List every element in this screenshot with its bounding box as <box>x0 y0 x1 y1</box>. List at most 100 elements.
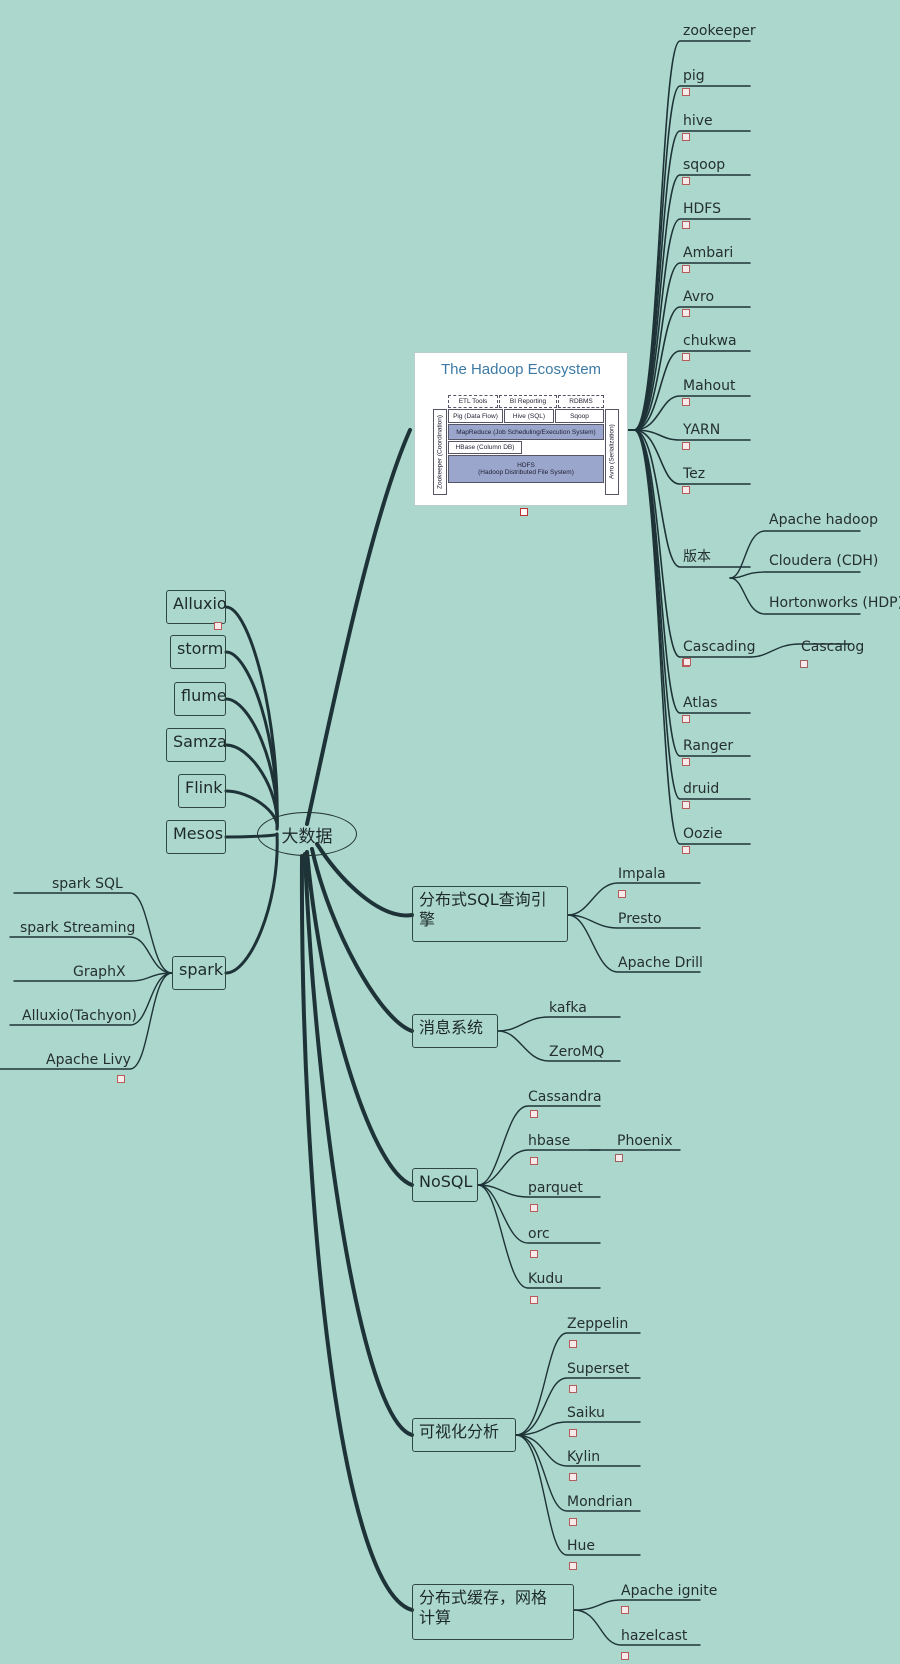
node-visual-analysis[interactable]: 可视化分析 <box>412 1418 516 1452</box>
phoenix-note-icon[interactable] <box>615 1154 623 1162</box>
saiku-node[interactable]: Saiku <box>567 1405 605 1421</box>
impala-node[interactable]: Impala <box>618 866 666 882</box>
note-icon[interactable] <box>682 353 690 361</box>
hadoop-child-node[interactable]: pig <box>683 68 705 84</box>
hadoop-child-node[interactable]: Atlas <box>683 695 718 711</box>
root-node[interactable]: 大数据 <box>257 812 357 856</box>
hadoop-child-node[interactable]: zookeeper <box>683 23 756 39</box>
note-icon[interactable] <box>569 1385 577 1393</box>
note-icon[interactable] <box>682 758 690 766</box>
note-icon[interactable] <box>682 309 690 317</box>
hadoop-child-node[interactable]: Mahout <box>683 378 736 394</box>
spark-sql-node[interactable]: spark SQL <box>52 876 123 892</box>
apache-drill-node[interactable]: Apache Drill <box>618 955 703 971</box>
note-icon[interactable] <box>682 801 690 809</box>
cascalog-note-icon[interactable] <box>800 660 808 668</box>
note-icon[interactable] <box>569 1340 577 1348</box>
note-icon[interactable] <box>530 1204 538 1212</box>
hadoop-child-node[interactable]: Ranger <box>683 738 734 754</box>
hadoop-child-node[interactable]: hive <box>683 113 713 129</box>
hadoop-ecosystem-image[interactable]: The Hadoop Ecosystem ETL Tools BI Report… <box>414 352 628 506</box>
orc-node[interactable]: orc <box>528 1226 550 1242</box>
branch-hadoop <box>305 428 412 826</box>
image-edit-icon[interactable] <box>520 508 528 516</box>
node-message-system[interactable]: 消息系统 <box>412 1014 498 1048</box>
kylin-node[interactable]: Kylin <box>567 1449 601 1465</box>
node-samza[interactable]: Samza <box>166 728 227 762</box>
node-flume[interactable]: flume <box>174 682 227 716</box>
note-icon[interactable] <box>530 1296 538 1304</box>
hadoop-child-node[interactable]: Ambari <box>683 245 734 261</box>
cascalog-node[interactable]: Cascalog <box>801 639 865 655</box>
note-icon[interactable] <box>682 715 690 723</box>
version-apache-hadoop[interactable]: Apache hadoop <box>769 512 879 528</box>
note-icon[interactable] <box>530 1110 538 1118</box>
node-alluxio[interactable]: Alluxio <box>166 590 227 624</box>
cassandra-node[interactable]: Cassandra <box>528 1089 602 1105</box>
note-icon[interactable] <box>682 88 690 96</box>
zeppelin-node[interactable]: Zeppelin <box>567 1316 629 1332</box>
note-icon[interactable] <box>682 265 690 273</box>
note-icon[interactable] <box>682 398 690 406</box>
mondrian-node[interactable]: Mondrian <box>567 1494 633 1510</box>
alluxio-note-icon[interactable] <box>214 622 222 630</box>
hue-node[interactable]: Hue <box>567 1538 596 1554</box>
cache-child-line <box>573 1609 701 1646</box>
hadoop-child-line <box>633 174 751 431</box>
note-icon[interactable] <box>682 133 690 141</box>
hadoop-child-node[interactable]: druid <box>683 781 720 797</box>
note-icon[interactable] <box>682 221 690 229</box>
kafka-node[interactable]: kafka <box>549 1000 587 1016</box>
hadoop-child-node[interactable]: sqoop <box>683 157 726 173</box>
hadoop-child-node[interactable]: Tez <box>683 466 706 482</box>
hadoop-child-node[interactable]: YARN <box>683 422 721 438</box>
zeromq-node[interactable]: ZeroMQ <box>549 1044 605 1060</box>
note-icon[interactable] <box>621 1606 629 1614</box>
note-icon[interactable] <box>569 1518 577 1526</box>
kudu-node[interactable]: Kudu <box>528 1271 564 1287</box>
phoenix-node[interactable]: Phoenix <box>617 1133 673 1149</box>
note-icon[interactable] <box>530 1250 538 1258</box>
note-icon[interactable] <box>569 1473 577 1481</box>
note-icon[interactable] <box>618 890 626 898</box>
node-nosql[interactable]: NoSQL <box>412 1168 478 1202</box>
node-distributed-cache[interactable]: 分布式缓存，网格 计算 <box>412 1584 574 1640</box>
version-cloudera[interactable]: Cloudera (CDH) <box>769 553 879 569</box>
note-icon[interactable] <box>682 486 690 494</box>
apache-livy-node[interactable]: Apache Livy <box>46 1052 131 1068</box>
alluxio-tachyon-node[interactable]: Alluxio(Tachyon) <box>22 1008 138 1024</box>
note-icon[interactable] <box>682 442 690 450</box>
note-icon[interactable] <box>569 1429 577 1437</box>
hadoop-child-node[interactable]: Avro <box>683 289 715 305</box>
version-hortonworks[interactable]: Hortonworks (HDP) <box>769 595 900 611</box>
hbase-node[interactable]: hbase <box>528 1133 571 1149</box>
note-icon[interactable] <box>682 177 690 185</box>
note-icon[interactable] <box>682 846 690 854</box>
hadoop-child-node[interactable]: Cascading <box>683 639 756 655</box>
zookeeper-box: Zookeeper (Coordination) <box>433 409 447 495</box>
note-icon[interactable] <box>569 1562 577 1570</box>
note-icon[interactable] <box>530 1157 538 1165</box>
note-icon[interactable] <box>683 658 691 666</box>
spark-streaming-node[interactable]: spark Streaming <box>20 920 136 936</box>
presto-node[interactable]: Presto <box>618 911 662 927</box>
node-spark[interactable]: spark <box>172 956 226 990</box>
hadoop-child-node[interactable]: HDFS <box>683 201 722 217</box>
branch-left <box>224 650 279 831</box>
hadoop-child-node[interactable]: 版本 <box>683 549 711 565</box>
node-distributed-sql[interactable]: 分布式SQL查询引 擎 <box>412 886 568 942</box>
note-icon[interactable] <box>621 1652 629 1660</box>
viz-child-line <box>515 1434 641 1512</box>
apache-ignite-node[interactable]: Apache ignite <box>621 1583 718 1599</box>
hadoop-child-node[interactable]: chukwa <box>683 333 737 349</box>
node-mesos[interactable]: Mesos <box>166 820 226 854</box>
node-storm[interactable]: storm <box>170 635 226 669</box>
parquet-node[interactable]: parquet <box>528 1180 583 1196</box>
superset-node[interactable]: Superset <box>567 1361 630 1377</box>
livy-note-icon[interactable] <box>117 1075 125 1083</box>
hadoop-child-node[interactable]: Oozie <box>683 826 723 842</box>
hazelcast-node[interactable]: hazelcast <box>621 1628 688 1644</box>
graphx-node[interactable]: GraphX <box>73 964 126 980</box>
node-flink[interactable]: Flink <box>178 774 226 808</box>
